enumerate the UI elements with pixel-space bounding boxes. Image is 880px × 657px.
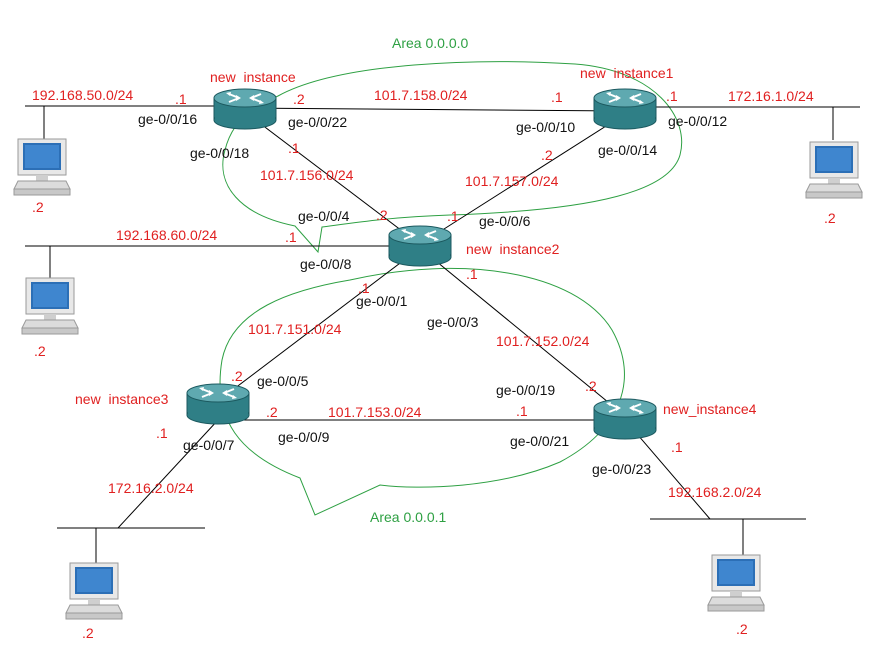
router-new-instance1-icon[interactable] <box>593 88 657 130</box>
area1-outline <box>219 268 625 516</box>
octet-r4-153: .1 <box>516 403 528 419</box>
link-r1-r2 <box>421 113 626 244</box>
pc-192-168-60-icon[interactable] <box>21 277 79 335</box>
octet-r1-158: .1 <box>551 89 563 105</box>
net-label-101-7-153: 101.7.153.0/24 <box>328 404 422 420</box>
iface-r3-ge-0-0-5: ge-0/0/5 <box>257 373 309 389</box>
octet-r4-152: .2 <box>585 378 597 394</box>
pc-172-16-1-icon[interactable] <box>805 141 863 199</box>
net-label-101-7-157: 101.7.157.0/24 <box>465 173 559 189</box>
iface-r2-ge-0-0-1: ge-0/0/1 <box>356 293 408 309</box>
net-label-101-7-152: 101.7.152.0/24 <box>496 333 590 349</box>
octet-pc3: .2 <box>34 343 46 359</box>
router-new-instance2-icon[interactable] <box>388 225 452 267</box>
iface-r3-ge-0-0-7: ge-0/0/7 <box>183 437 235 453</box>
iface-r2-ge-0-0-3: ge-0/0/3 <box>427 314 479 330</box>
net-label-192-168-2: 192.168.2.0/24 <box>668 484 762 500</box>
router-name-r4: new_instance4 <box>663 401 757 417</box>
octet-r2-156: .2 <box>376 207 388 223</box>
octet-pc4: .2 <box>82 625 94 641</box>
octet-r2-152: .1 <box>466 266 478 282</box>
net-label-101-7-158: 101.7.158.0/24 <box>374 87 468 103</box>
iface-r4-ge-0-0-21: ge-0/0/21 <box>510 433 569 449</box>
iface-r4-ge-0-0-19: ge-0/0/19 <box>496 382 555 398</box>
iface-r0-ge-0-0-18: ge-0/0/18 <box>190 145 249 161</box>
octet-r0-50: .1 <box>175 91 187 107</box>
iface-r2-ge-0-0-4: ge-0/0/4 <box>298 208 350 224</box>
link-r3-lan <box>117 419 219 529</box>
pc-192-168-50-icon[interactable] <box>13 138 71 196</box>
net-label-192-168-50: 192.168.50.0/24 <box>32 87 133 103</box>
net-label-101-7-156: 101.7.156.0/24 <box>260 167 354 183</box>
octet-r1-172: .1 <box>666 88 678 104</box>
router-name-r3: new instance3 <box>75 391 169 407</box>
octet-r2-60: .1 <box>285 229 297 245</box>
iface-r4-ge-0-0-23: ge-0/0/23 <box>592 461 651 477</box>
octet-pc5: .2 <box>736 621 748 637</box>
link-r0-r1 <box>244 107 626 112</box>
iface-r0-ge-0-0-22: ge-0/0/22 <box>288 114 347 130</box>
iface-r1-ge-0-0-14: ge-0/0/14 <box>598 142 657 158</box>
net-label-172-16-1: 172.16.1.0/24 <box>728 88 814 104</box>
octet-pc2: .2 <box>824 210 836 226</box>
octet-r2-157: .1 <box>447 208 459 224</box>
octet-r4-2: .1 <box>671 439 683 455</box>
links <box>25 105 860 563</box>
net-label-101-7-151: 101.7.151.0/24 <box>248 321 342 337</box>
octet-r0-158: .2 <box>293 91 305 107</box>
iface-r0-ge-0-0-16: ge-0/0/16 <box>138 111 197 127</box>
router-new-instance3-icon[interactable] <box>186 383 250 425</box>
octet-r3-151: .2 <box>231 368 243 384</box>
pc-192-168-2-icon[interactable] <box>707 554 765 612</box>
octet-r1-157: .2 <box>541 147 553 163</box>
octet-r0-156: .1 <box>288 140 300 156</box>
iface-r1-ge-0-0-12: ge-0/0/12 <box>668 113 727 129</box>
router-name-r2: new instance2 <box>466 241 560 257</box>
router-new-instance-icon[interactable] <box>213 88 277 130</box>
area1-label: Area 0.0.0.1 <box>370 509 446 525</box>
octet-r2-151: .1 <box>358 280 370 296</box>
iface-r2-ge-0-0-6: ge-0/0/6 <box>479 213 531 229</box>
link-r2-r3 <box>217 247 421 402</box>
area0-label: Area 0.0.0.0 <box>392 35 468 51</box>
octet-r3-153: .2 <box>266 404 278 420</box>
router-name-r1: new instance1 <box>580 65 674 81</box>
iface-r3-ge-0-0-9: ge-0/0/9 <box>278 429 330 445</box>
pc-172-16-2-icon[interactable] <box>65 562 123 620</box>
net-label-172-16-2: 172.16.2.0/24 <box>108 480 194 496</box>
link-r2-r4 <box>419 247 626 417</box>
router-new-instance4-icon[interactable] <box>593 398 657 440</box>
octet-r3-172: .1 <box>156 425 168 441</box>
router-name-r0: new instance <box>210 69 296 85</box>
link-r0-r2 <box>244 111 419 244</box>
octet-pc1: .2 <box>32 199 44 215</box>
net-label-192-168-60: 192.168.60.0/24 <box>116 227 217 243</box>
iface-r2-ge-0-0-8: ge-0/0/8 <box>300 256 352 272</box>
area0-outline <box>222 61 683 254</box>
iface-r1-ge-0-0-10: ge-0/0/10 <box>516 119 575 135</box>
